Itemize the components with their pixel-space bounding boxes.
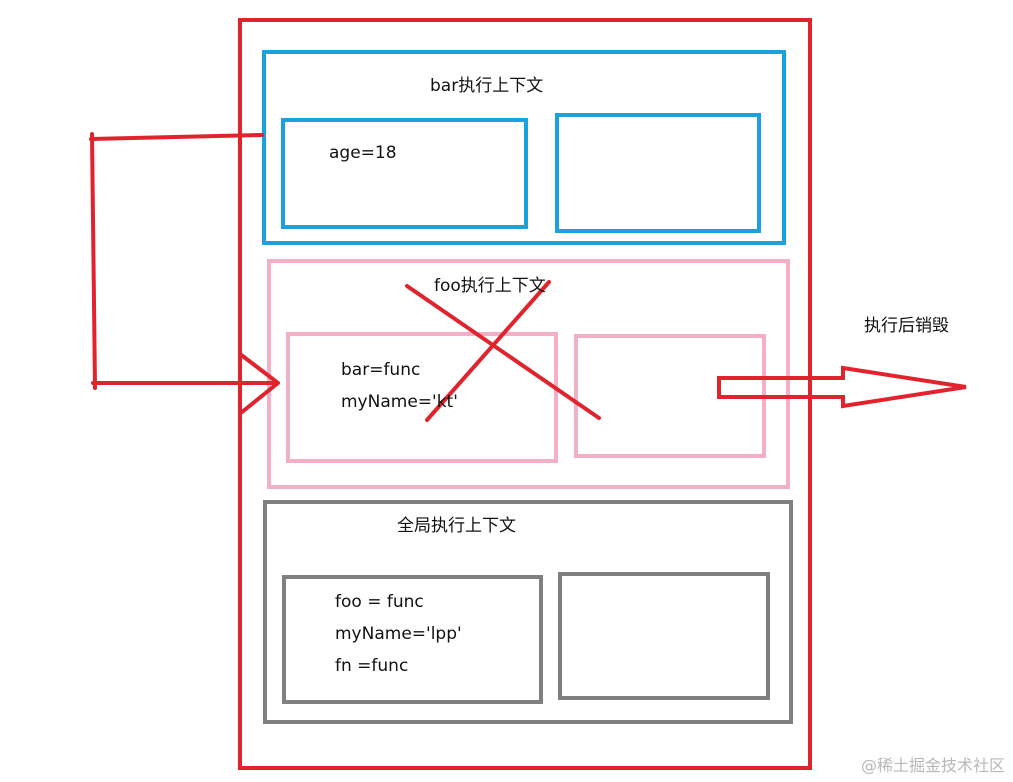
global-context-box (263, 500, 793, 724)
destroy-arrow-icon (717, 365, 967, 409)
call-stack-frame (238, 18, 812, 770)
variable-item: foo = func (335, 592, 424, 612)
variable-item: myName='kt' (341, 392, 458, 412)
destroyed-cross-mark (405, 280, 601, 422)
foo-variable-list: bar=func myName='kt' (341, 354, 458, 418)
scope-chain-arrow (89, 132, 280, 414)
variable-item: bar=func (341, 360, 421, 380)
destroy-annotation: 执行后销毁 (864, 316, 949, 336)
global-variable-list: foo = func myName='lpp' fn =func (335, 586, 462, 682)
watermark-text: @稀土掘金技术社区 (860, 756, 1005, 775)
bar-variable-env-box (281, 118, 528, 229)
bar-lexical-env-box (555, 113, 761, 233)
bar-context-box (262, 50, 786, 245)
global-context-title: 全局执行上下文 (397, 516, 516, 536)
foo-context-title: foo执行上下文 (434, 276, 546, 296)
foo-variable-env-box (286, 332, 558, 463)
global-lexical-env-box (558, 572, 770, 700)
variable-item: age=18 (329, 143, 397, 163)
variable-item: fn =func (335, 656, 409, 676)
variable-item: myName='lpp' (335, 624, 462, 644)
global-variable-env-box (282, 575, 543, 704)
bar-variable-list: age=18 (329, 137, 397, 169)
bar-context-title: bar执行上下文 (430, 76, 544, 96)
